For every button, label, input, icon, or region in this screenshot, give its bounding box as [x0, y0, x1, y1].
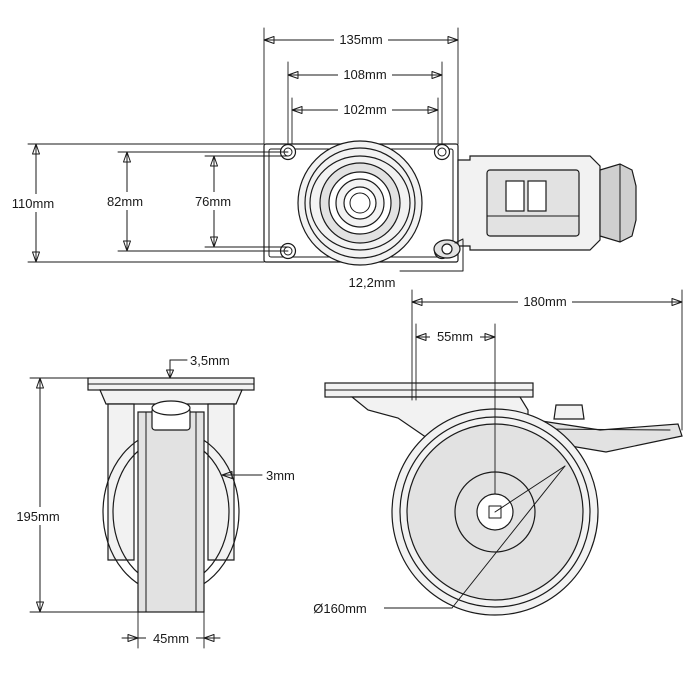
arrow-108-left [287, 71, 299, 79]
swivel-kingpin-hub [343, 186, 377, 220]
arrow-45-left [127, 634, 139, 642]
arrow-180-right [671, 298, 683, 306]
axle-bolt-center [441, 243, 453, 255]
label-bg-108 [338, 66, 392, 83]
dimension-label-55mm: 55mm [437, 329, 473, 344]
brake-lever-slot-left [505, 180, 525, 212]
dimension-110mm: 110mm [5, 143, 265, 263]
swivel-raceway-ring-2 [304, 147, 416, 259]
leader-160-diagonal [494, 465, 566, 513]
dimension-label-102mm: 102mm [343, 102, 386, 117]
arrow-82-top [123, 151, 131, 163]
brake-lever-slot-right [527, 180, 547, 212]
label-bg-180 [518, 293, 572, 310]
arrow-108-right [431, 71, 443, 79]
arrow-110-bottom [32, 251, 40, 263]
dimension-diameter-160mm: Ø160mm [296, 465, 566, 617]
label-bg-160 [296, 598, 384, 617]
arrow-195-bottom [36, 601, 44, 613]
label-bg-102 [338, 101, 392, 118]
dimension-180mm: 180mm [411, 289, 683, 431]
brake-pedal-ridge [542, 428, 671, 431]
arrow-135-right [447, 36, 459, 44]
label-bg-82 [100, 192, 150, 210]
top-plate-view: 135mm 108mm 102mm [5, 27, 637, 290]
arrow-76-top [210, 155, 218, 167]
wheel-edge-profile [599, 163, 637, 243]
dimension-label-110mm: 110mm [12, 196, 54, 211]
brake-pedal-tab [553, 404, 585, 420]
front-swivel-housing [99, 389, 243, 405]
fork-leg-left [107, 403, 135, 561]
dimension-12-2mm: 12,2mm [349, 239, 464, 290]
dimension-label-195mm: 195mm [16, 509, 59, 524]
arrow-102-left [291, 106, 303, 114]
mounting-hole-top-right-inner [437, 147, 447, 157]
arrow-55-left [415, 333, 427, 341]
front-view: 3,5mm 3mm 195mm 45mm [10, 353, 295, 649]
arrow-102-right [427, 106, 439, 114]
fork-leg-right [207, 403, 235, 561]
hub-cap-top [151, 400, 191, 416]
arrow-110-top [32, 143, 40, 155]
label-bg-45 [146, 629, 196, 647]
label-bg-76 [188, 192, 238, 210]
dimension-55mm: 55mm [415, 323, 496, 495]
label-bg-135 [334, 31, 388, 48]
dimension-45mm: 45mm [121, 611, 221, 649]
side-wheel-axle-nut [488, 505, 502, 519]
arrow-195-top [36, 377, 44, 389]
dimension-3mm: 3mm [221, 468, 295, 483]
leader-line-12-2 [399, 239, 464, 272]
arrow-82-bottom [123, 240, 131, 252]
dimension-label-180mm: 180mm [523, 294, 566, 309]
arrow-3mm-left [221, 471, 233, 479]
arrow-76-bottom [210, 236, 218, 248]
label-bg-195 [10, 507, 66, 525]
swivel-kingpin-center [349, 192, 371, 214]
arrow-180-left [411, 298, 423, 306]
dimension-label-3-5mm: 3,5mm [190, 353, 230, 368]
axle-bolt-leader-stub [454, 238, 464, 244]
dimension-label-135mm: 135mm [339, 32, 382, 47]
dimension-76mm: 76mm [188, 155, 289, 248]
arrow-55-right [484, 333, 496, 341]
wheel-tread-band [137, 411, 205, 613]
label-bg-55 [430, 328, 480, 345]
arrow-3-5-down [166, 369, 174, 379]
dimension-195mm: 195mm [10, 377, 139, 613]
dimension-108mm: 108mm [287, 61, 443, 145]
dimension-135mm: 135mm [263, 27, 459, 145]
mounting-hole-top-right [433, 143, 451, 161]
dimension-label-82mm: 82mm [107, 194, 143, 209]
swivel-raceway-ring-3 [309, 155, 411, 251]
leader-160-angle [451, 465, 566, 609]
dimension-3-5mm: 3,5mm [166, 353, 230, 379]
dimension-label-76mm: 76mm [195, 194, 231, 209]
dimension-label-12-2mm: 12,2mm [349, 275, 396, 290]
arrow-135-left [263, 36, 275, 44]
label-bg-110 [5, 194, 61, 212]
dimension-82mm: 82mm [100, 151, 289, 252]
arrow-45-right [203, 634, 215, 642]
dimension-102mm: 102mm [291, 97, 439, 145]
side-view: 180mm 55mm Ø160mm [296, 289, 683, 617]
dimension-label-108mm: 108mm [343, 67, 386, 82]
dimension-label-3mm: 3mm [266, 468, 295, 483]
dimension-label-45mm: 45mm [153, 631, 189, 646]
dimension-label-diameter-160mm: Ø160mm [313, 601, 366, 616]
